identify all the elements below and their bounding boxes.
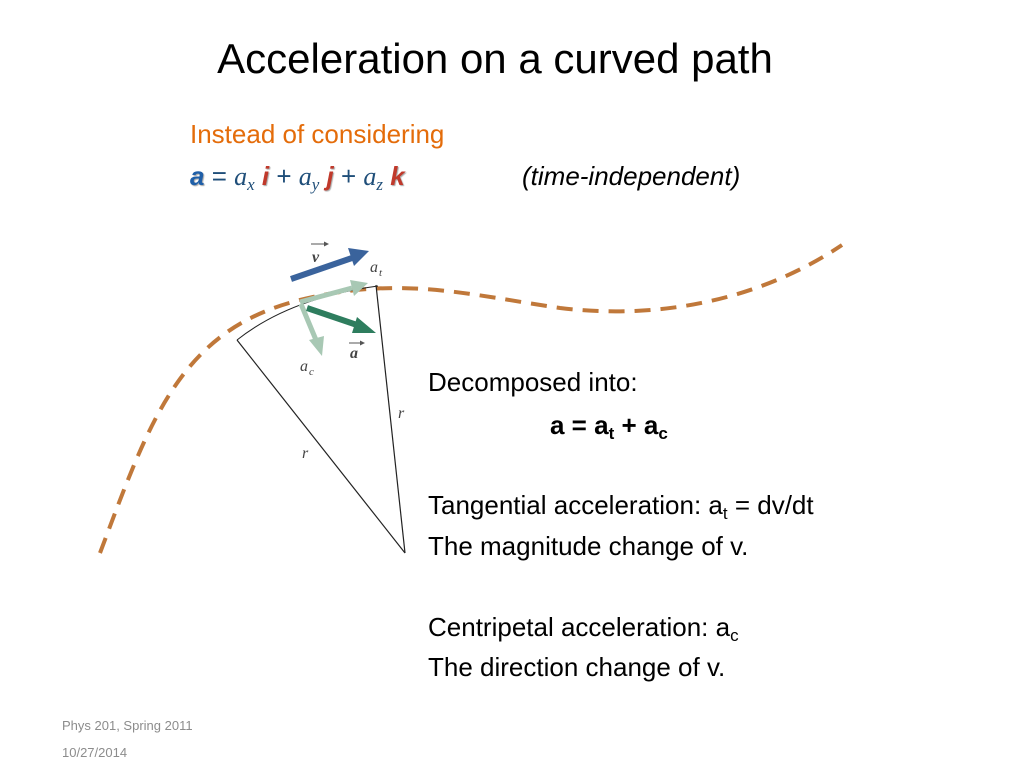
label-at-sub: t	[379, 267, 383, 279]
eq-sub-t: t	[608, 424, 615, 443]
tangential-component-arrow	[299, 280, 368, 305]
tangential-rest: = dv/dt	[727, 490, 814, 520]
label-r-left: r	[302, 445, 309, 462]
eq-a: a = a	[550, 410, 609, 440]
formula-x: x	[247, 175, 255, 194]
formula-j: j	[326, 161, 334, 191]
acceleration-arrow	[306, 305, 376, 333]
tangential-line: Tangential acceleration: at = dv/dt	[428, 489, 814, 530]
formula-z: z	[376, 175, 384, 194]
label-v: v	[312, 249, 320, 266]
time-independent-note: (time-independent)	[522, 161, 741, 191]
formula-plus2: +	[333, 161, 364, 191]
label-at: a	[370, 259, 378, 276]
velocity-arrow	[290, 248, 369, 282]
magnitude-line: The magnitude change of v.	[428, 531, 749, 561]
radius-line-2	[375, 284, 406, 554]
component-formula: a = ax i + ay j + az k	[190, 160, 405, 201]
decomposed-heading: Decomposed into:	[428, 367, 638, 397]
formula-i: i	[261, 161, 270, 191]
eq-sub-c: c	[658, 424, 668, 443]
tangential-label: Tangential acceleration: a	[428, 490, 723, 520]
formula-ax: a	[234, 162, 248, 191]
centripetal-sub: c	[730, 626, 739, 645]
formula-eq: =	[204, 161, 235, 191]
centripetal-component-arrow	[298, 303, 324, 356]
label-a: a	[350, 345, 358, 362]
v-vector-arrow-icon	[311, 241, 329, 247]
a-vector-arrow-icon	[349, 340, 365, 346]
label-ac: a	[300, 358, 308, 375]
centripetal-line: Centripetal acceleration: ac	[428, 611, 739, 652]
formula-y: y	[311, 175, 320, 194]
slide-title: Acceleration on a curved path	[217, 35, 773, 82]
formula-az: a	[363, 162, 377, 191]
footer-date: 10/27/2014	[62, 745, 128, 760]
tangential-sub: t	[722, 504, 728, 523]
centripetal-label: Centripetal acceleration: a	[428, 612, 731, 642]
formula-ay: a	[298, 162, 312, 191]
formula-a: a	[190, 161, 205, 191]
decomposition-equation: a = at + ac	[550, 409, 668, 450]
direction-line: The direction change of v.	[428, 652, 726, 682]
radius-line-1	[236, 339, 406, 554]
formula-plus1: +	[269, 161, 299, 191]
label-ac-sub: c	[309, 366, 314, 378]
formula-k: k	[390, 161, 405, 191]
instead-text: Instead of considering	[190, 119, 445, 149]
eq-plus-a: + a	[614, 410, 659, 440]
label-r-right: r	[398, 405, 405, 422]
footer-course: Phys 201, Spring 2011	[62, 718, 193, 733]
